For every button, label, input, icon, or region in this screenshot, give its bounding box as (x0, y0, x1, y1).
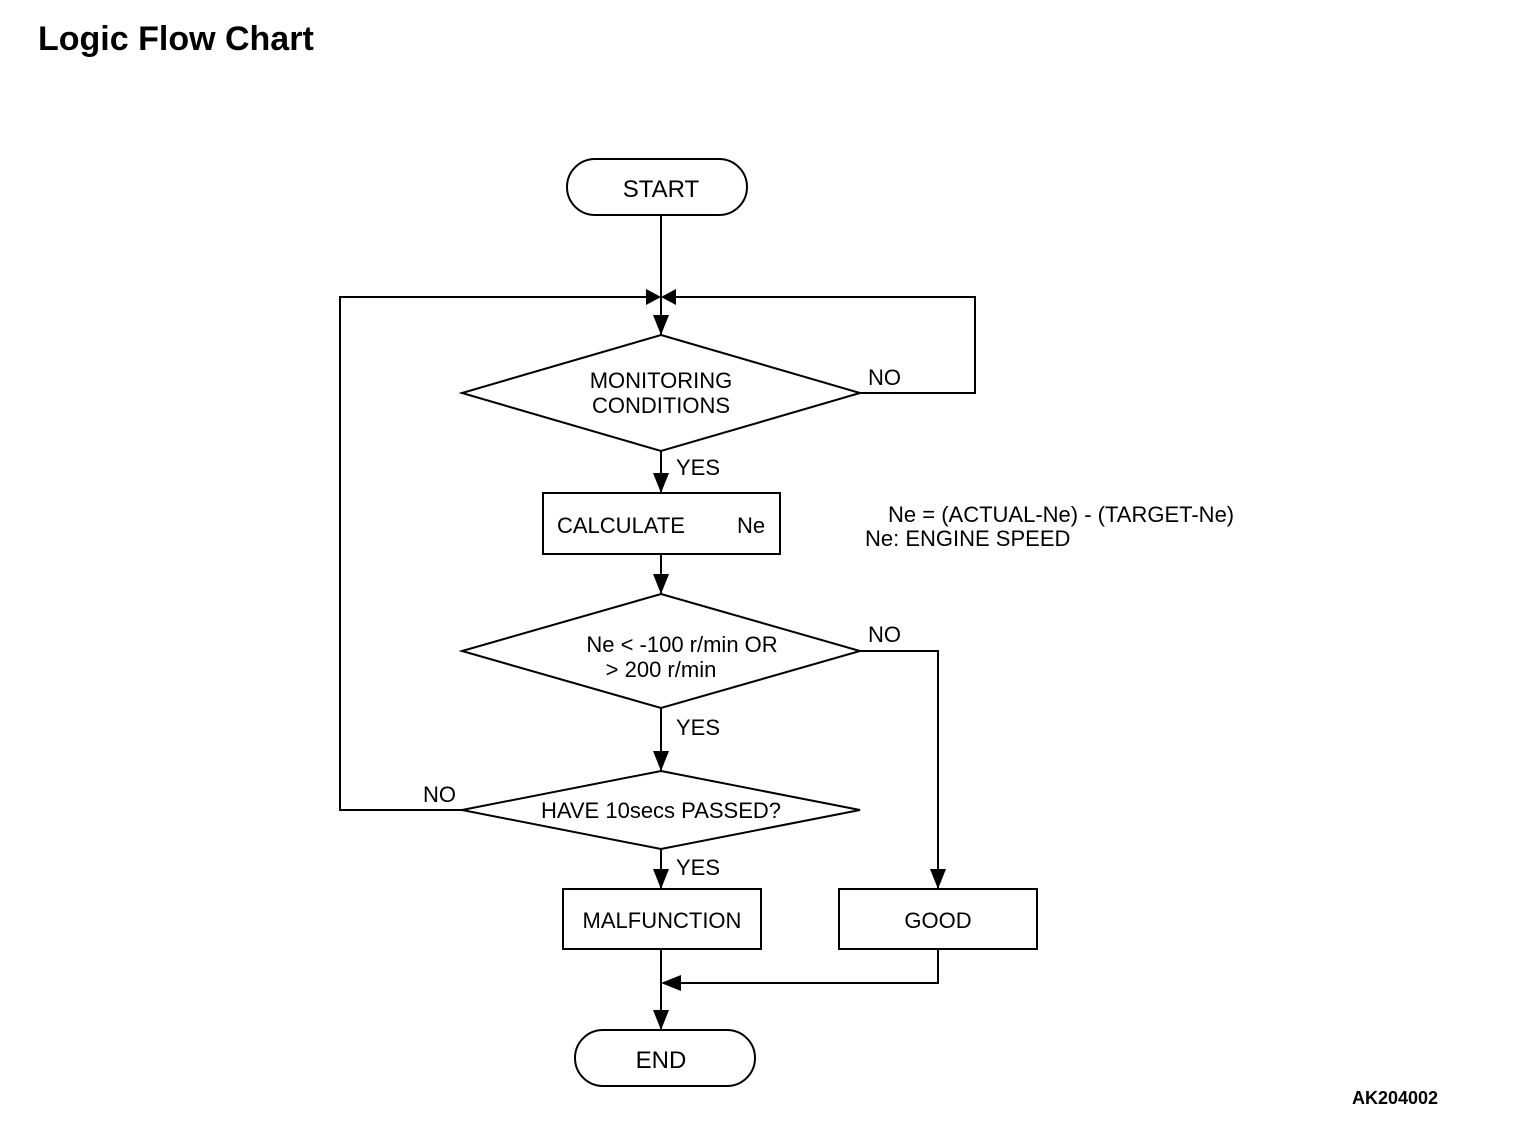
connector-threshold-no (860, 650, 939, 889)
note-definition: Ne: ENGINE SPEED (865, 526, 1070, 551)
calculate-ne-label: Ne (737, 513, 765, 538)
timer-label: HAVE 10secs PASSED? (541, 798, 781, 823)
connector-monitoring-no-loop (676, 296, 976, 394)
monitoring-label-line2: CONDITIONS (592, 393, 730, 418)
monitoring-no-label: NO (868, 365, 901, 390)
threshold-yes-label: YES (676, 715, 720, 740)
arrow-left-loop (646, 289, 661, 305)
malfunction-result: MALFUNCTION (562, 888, 762, 950)
note-formula: Ne = (ACTUAL-Ne) - (TARGET-Ne) (888, 502, 1234, 527)
timer-no-label: NO (423, 782, 456, 807)
threshold-decision: Ne < -100 r/min OR > 200 r/min (458, 592, 864, 710)
arrow-into-malfunction (653, 869, 669, 889)
timer-decision: HAVE 10secs PASSED? (461, 769, 861, 851)
calculate-process: CALCULATE Ne (542, 492, 781, 555)
arrow-into-end (653, 1010, 669, 1030)
page-title: Logic Flow Chart (38, 20, 314, 58)
timer-yes-label: YES (676, 855, 720, 880)
end-label: END (636, 1047, 687, 1074)
monitoring-label-line1: MONITORING (590, 368, 733, 393)
start-terminal: START (566, 158, 748, 216)
arrow-into-good (930, 869, 946, 889)
arrow-into-calculate (653, 473, 669, 493)
arrowheads (646, 289, 946, 1030)
arrow-into-monitoring (653, 315, 669, 335)
connectors (339, 215, 976, 1030)
arrow-into-threshold (653, 574, 669, 594)
good-label: GOOD (904, 908, 971, 933)
connector-good-to-end (676, 949, 939, 984)
malfunction-label: MALFUNCTION (583, 908, 742, 933)
figure-id: AK204002 (1352, 1088, 1439, 1108)
connector-timer-no-loop (339, 296, 646, 811)
arrow-into-timer (653, 751, 669, 771)
monitoring-yes-label: YES (676, 455, 720, 480)
threshold-label-line1: Ne < -100 r/min OR (586, 632, 777, 657)
arrow-merge-to-end (661, 975, 681, 991)
calculate-label: CALCULATE (557, 513, 685, 538)
arrow-right-loop (661, 289, 676, 305)
ne-definition-note: Ne = (ACTUAL-Ne) - (TARGET-Ne) Ne: ENGIN… (865, 502, 1234, 551)
monitoring-conditions-decision: MONITORING CONDITIONS (458, 333, 864, 453)
threshold-label-line2: > 200 r/min (606, 657, 717, 682)
threshold-no-label: NO (868, 622, 901, 647)
end-terminal: END (574, 1029, 756, 1087)
start-label: START (623, 176, 700, 203)
good-result: GOOD (838, 888, 1038, 950)
